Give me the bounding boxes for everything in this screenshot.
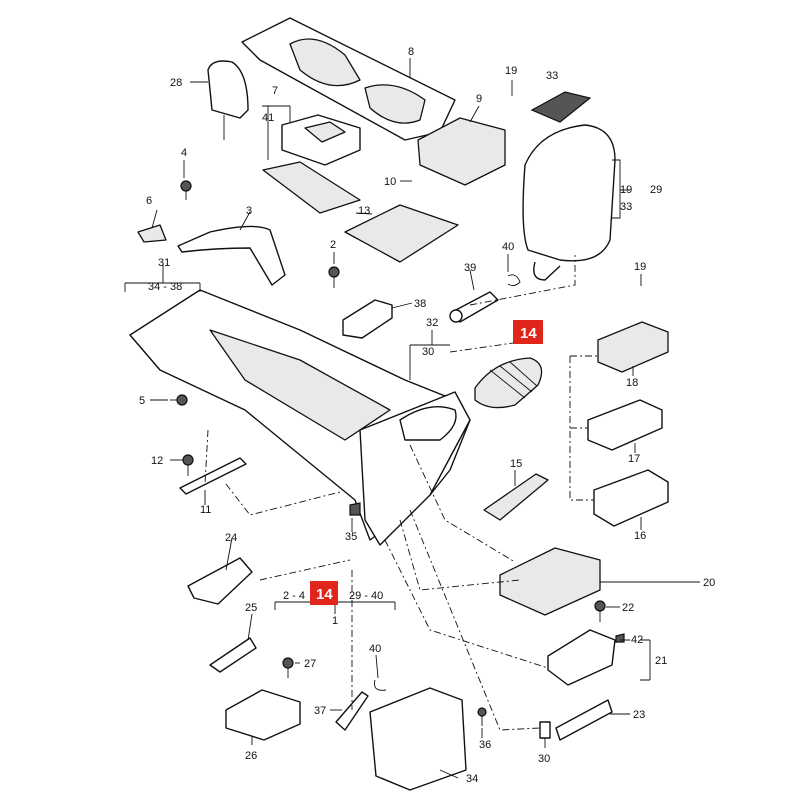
part-23-strip (555, 699, 613, 741)
part-38-bracket (342, 299, 393, 339)
part-42-clip (615, 633, 625, 643)
callout-11: 11 (200, 504, 211, 516)
part-2-screw (328, 266, 340, 288)
part-30-clip (539, 721, 551, 739)
callout-19-right: 19 (634, 261, 646, 273)
callout-30-lower: 30 (538, 753, 550, 765)
callout-35: 35 (345, 531, 357, 543)
callout-38: 38 (414, 298, 426, 310)
callout-12: 12 (151, 455, 163, 467)
callout-19: 19 (505, 65, 517, 77)
callout-32: 32 (426, 317, 438, 329)
part-17-cup-holder (587, 399, 663, 451)
part-22-screw (594, 600, 606, 622)
part-29-lid (522, 124, 616, 262)
part-33-clip (530, 91, 592, 123)
callout-42: 42 (631, 634, 643, 646)
callout-20: 20 (703, 577, 715, 589)
callout-37: 37 (314, 705, 326, 717)
part-37-cable (335, 691, 369, 731)
callout-4: 4 (181, 147, 187, 159)
highlight-label-lower: 14 (316, 586, 333, 603)
callout-16: 16 (634, 530, 646, 542)
part-5-screw (170, 394, 188, 406)
callout-15: 15 (510, 458, 522, 470)
callout-28: 28 (170, 77, 182, 89)
part-27-screw (282, 657, 294, 678)
callout-18: 18 (626, 377, 638, 389)
callout-7: 7 (272, 85, 278, 97)
highlight-box-upper (513, 320, 543, 344)
part-11-rail (179, 457, 247, 495)
part-7-shift-housing (281, 114, 361, 166)
part-18-vent-insert (597, 321, 669, 373)
callout-22: 22 (622, 602, 634, 614)
part-28-armrest-pad (207, 60, 249, 119)
callout-24: 24 (225, 532, 237, 544)
part-6-cap (137, 224, 167, 243)
part-41-mat (262, 161, 361, 214)
highlight-box-lower (310, 581, 338, 605)
part-14-air-vent (474, 357, 543, 409)
callout-9: 9 (476, 93, 482, 105)
callout-13: 13 (358, 205, 370, 217)
callout-33: 33 (546, 70, 558, 82)
callout-30: 30 (422, 346, 434, 358)
callout-19-lid: 19 (620, 184, 632, 196)
part-39-pin-head (449, 309, 463, 323)
callout-21: 21 (655, 655, 667, 667)
callout-29: 29 (650, 184, 662, 196)
part-15-cover (483, 473, 549, 521)
callout-34: 34 (466, 773, 478, 785)
callout-17: 17 (628, 453, 640, 465)
callout-6: 6 (146, 195, 152, 207)
callout-8: 8 (408, 46, 414, 58)
highlight-callout-upper: 14 (513, 320, 543, 344)
callout-26: 26 (245, 750, 257, 762)
callout-33-lid: 33 (620, 201, 632, 213)
part-34-frame (369, 687, 467, 791)
part-12-screw (182, 454, 194, 476)
part-29-hinge (533, 261, 561, 281)
part-4-screw (180, 180, 192, 200)
callout-23: 23 (633, 709, 645, 721)
part-16-storage-box (593, 469, 669, 527)
part-40-clip-lower (374, 679, 387, 691)
callout-2: 2 (330, 239, 336, 251)
callout-27: 27 (304, 658, 316, 670)
part-9-drawer (417, 117, 506, 186)
part-36-screw (477, 707, 487, 726)
callout-2-4: 2 - 4 (283, 590, 305, 602)
part-21-housing (547, 629, 616, 686)
part-13-tray (344, 204, 459, 263)
part-40-clip (507, 274, 521, 287)
callout-labels: 8 19 33 28 7 41 9 4 10 19 29 33 6 3 13 2… (139, 46, 715, 785)
callout-31: 31 (158, 257, 170, 269)
part-1-console-body (129, 289, 471, 546)
part-24-bracket (187, 557, 253, 605)
callout-34-38: 34 - 38 (148, 281, 182, 293)
highlight-label-upper: 14 (520, 325, 537, 342)
part-26-bracket (225, 689, 301, 741)
callout-36: 36 (479, 739, 491, 751)
part-25-bracket (209, 637, 257, 673)
assembly-dashed-lines (204, 255, 598, 731)
part-20-drawer (499, 547, 601, 616)
callout-29-40: 29 - 40 (349, 590, 383, 602)
callout-3: 3 (246, 205, 252, 217)
part-8-cover-trim (241, 17, 456, 141)
part-35-clip (349, 502, 361, 516)
callout-40: 40 (502, 241, 514, 253)
callout-39: 39 (464, 262, 476, 274)
part-3-handle (177, 225, 286, 286)
callout-1: 1 (332, 615, 338, 627)
callout-41: 41 (262, 112, 274, 124)
callout-25: 25 (245, 602, 257, 614)
callout-40-lower: 40 (369, 643, 381, 655)
callout-10: 10 (384, 176, 396, 188)
callout-5: 5 (139, 395, 145, 407)
highlight-callout-lower: 14 (310, 581, 338, 605)
